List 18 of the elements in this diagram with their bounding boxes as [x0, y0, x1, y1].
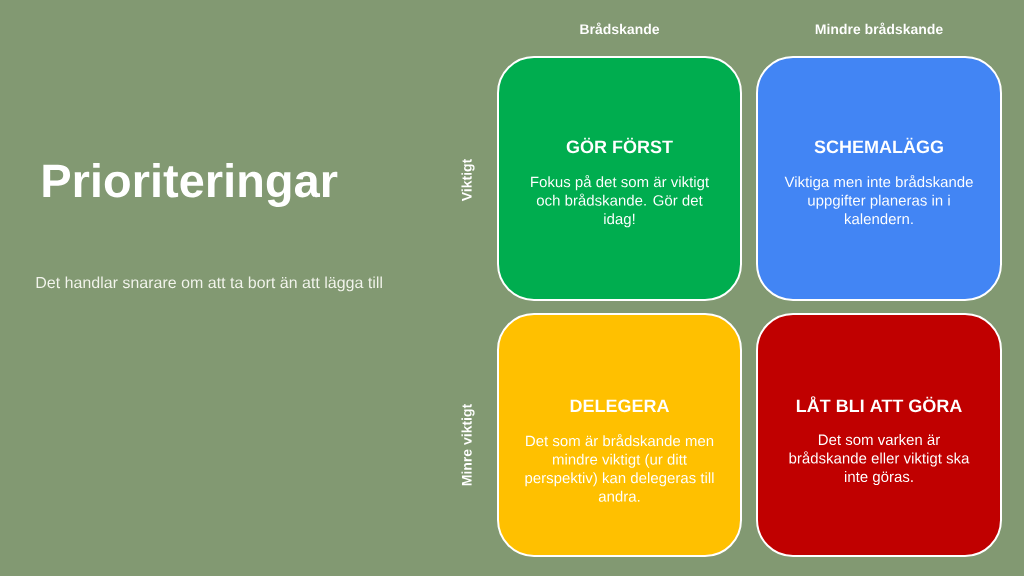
- card-text: Fokus på det som är viktigt och brådskande. Gör det idag!: [531, 175, 709, 228]
- quadrant-card: [756, 56, 1002, 301]
- card-heading: GÖR FÖRST: [566, 137, 673, 154]
- card-heading: LÅT BLI ATT GÖRA: [796, 396, 962, 413]
- card-text: Det som är brådskande men mindre viktigt (ur ditt perspektiv) kan delegeras till andra.: [525, 434, 714, 502]
- card-text: Viktiga men inte brådskande uppgifter planeras in i kalendern.: [784, 175, 973, 225]
- column-heading: Brådskande: [580, 22, 660, 35]
- column-heading: Mindre brådskande: [815, 22, 943, 35]
- card-heading: SCHEMALÄGG: [814, 137, 943, 154]
- title: Prioriteringar: [43, 162, 338, 207]
- quadrant-card: [497, 313, 742, 557]
- row-heading: Minre viktigt: [461, 403, 475, 486]
- card-text: Det som varken är brådskande eller viktigt ska inte göras.: [789, 434, 970, 485]
- card-heading: DELEGERA: [570, 399, 670, 413]
- quadrant-card: [497, 56, 742, 301]
- row-heading: Viktigt: [461, 158, 475, 202]
- quadrant-card: [756, 313, 1002, 557]
- subtitle: Det handlar snarare om att ta bort än att lägga till: [36, 276, 382, 292]
